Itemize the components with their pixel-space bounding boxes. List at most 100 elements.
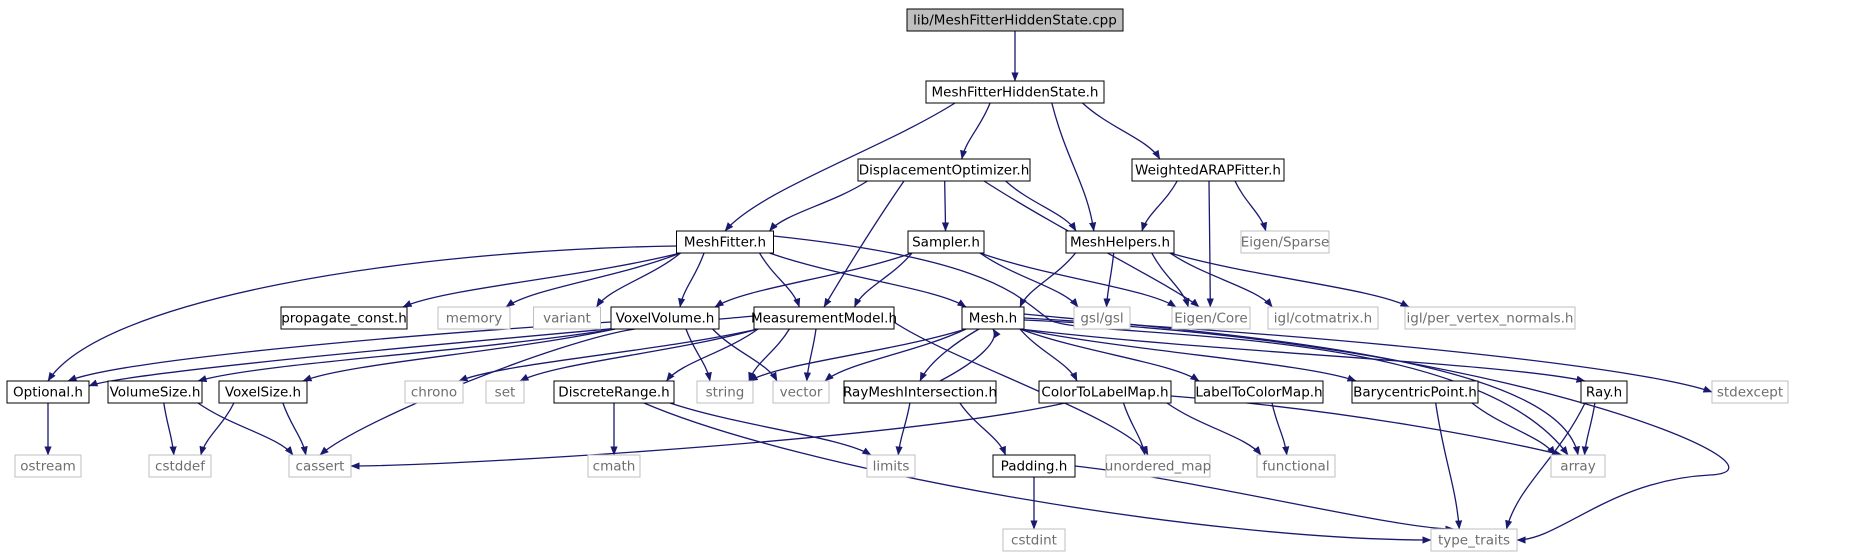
edge-drange-to-limits [669,402,872,456]
node-label: Eigen/Core [1174,311,1248,327]
node-box [696,380,754,404]
edge-vvol-to-vector [712,328,778,382]
node-pconst[interactable]: propagate_const.h [280,306,408,330]
node-box [610,306,720,330]
node-opt[interactable]: Optional.h [6,380,90,404]
edge-dopt-to-samp [941,180,950,232]
node-box [925,80,1105,104]
node-gsl: gsl/gsl [1073,306,1131,330]
node-box [676,230,774,254]
node-set: set [485,380,525,404]
edge-ray-to-ttraits [1505,402,1586,530]
edge-mf-to-vvol [678,252,705,308]
node-array: array [1550,454,1606,478]
edge-bary-to-ttraits [1435,402,1463,530]
node-warap[interactable]: WeightedARAPFitter.h [1131,158,1285,182]
node-label: Sampler.h [912,235,980,251]
node-vector: vector [772,380,830,404]
edge-mf-to-array [773,235,1569,456]
node-label: igl/per_vertex_normals.h [1407,311,1574,327]
node-label: igl/cotmatrix.h [1274,311,1372,327]
node-label: MeshHelpers.h [1070,235,1170,251]
edge-vsize-to-cstddef [163,402,177,456]
edge-samp-to-vvol [714,252,913,308]
node-label: variant [543,311,591,327]
node-label: ColorToLabelMap.h [1041,385,1168,401]
edge-samp-to-ecore [979,252,1177,308]
node-ctlm[interactable]: ColorToLabelMap.h [1038,380,1172,404]
node-box [437,306,511,330]
node-mf[interactable]: MeshFitter.h [676,230,774,254]
edge-voxsize-to-cstddef [199,402,235,456]
edge-mesh-to-bary [1019,328,1357,382]
node-box [1404,306,1576,330]
node-pad[interactable]: Padding.h [992,454,1076,478]
node-dopt[interactable]: DisplacementOptimizer.h [857,158,1031,182]
node-box [1065,230,1175,254]
node-label: cstdint [1011,533,1057,549]
edge-mhelp-to-cotm [1169,252,1273,308]
edge-mf-to-variant [595,252,681,308]
node-label: Optional.h [13,385,83,401]
node-mesh[interactable]: Mesh.h [961,306,1025,330]
node-label: VolumeSize.h [110,385,201,401]
node-root[interactable]: lib/MeshFitterHiddenState.cpp [906,8,1124,32]
node-box [148,454,212,478]
node-box [587,454,641,478]
node-mmodel[interactable]: MeasurementModel.h [751,306,897,330]
node-box [288,454,352,478]
node-label: Mesh.h [969,311,1017,327]
node-cstdint: cstdint [1002,528,1066,552]
node-mfhs[interactable]: MeshFitterHiddenState.h [925,80,1105,104]
edge-voxsize-to-cassert [282,402,308,456]
node-label: Eigen/Sparse [1241,235,1330,251]
node-box [992,454,1076,478]
node-box [533,306,601,330]
node-ray[interactable]: Ray.h [1580,380,1628,404]
node-box [866,454,916,478]
node-box [404,380,464,404]
edge-dopt-to-mhelp [1005,180,1077,232]
node-label: cstddef [155,459,206,475]
edge-rmi-to-limits [895,402,911,456]
edge-vvol-to-string [685,328,712,382]
edge-mesh-to-ray [1019,328,1586,383]
node-chrono: chrono [404,380,464,404]
node-vsize[interactable]: VolumeSize.h [107,380,203,404]
node-box [1073,306,1131,330]
node-label: cmath [593,459,636,475]
node-label: type_traits [1438,533,1510,549]
node-ostream: ostream [14,454,82,478]
edge-vsize-to-cassert [197,402,294,456]
edge-mesh-to-string [748,328,967,382]
edge-mesh-to-ttraits [1023,319,1730,544]
edge-mfhs-to-mf [724,102,956,232]
node-vvol[interactable]: VoxelVolume.h [610,306,720,330]
edge-mf-to-mesh [769,252,967,308]
edge-mmodel-to-umap [893,321,1149,456]
node-box [218,380,308,404]
node-drange[interactable]: DiscreteRange.h [553,380,675,404]
edge-mhelp-to-ecore [1151,252,1190,308]
edge-mmodel-to-set [519,328,759,382]
node-box [485,380,525,404]
edge-ray-to-array [1581,402,1596,456]
edge-warap-to-ecore [1206,180,1214,308]
node-voxsize[interactable]: VoxelSize.h [218,380,308,404]
edge-vvol-to-voxsize [302,328,616,382]
node-bary[interactable]: BarycentricPoint.h [1351,380,1479,404]
node-samp[interactable]: Sampler.h [907,230,985,254]
node-esparse: Eigen/Sparse [1240,230,1330,254]
node-box [14,454,82,478]
node-ltcm[interactable]: LabelToColorMap.h [1194,380,1324,404]
node-rmi[interactable]: RayMeshIntersection.h [843,380,997,404]
node-cmath: cmath [587,454,641,478]
edge-vvol-to-opt [67,321,612,382]
edge-vvol-to-vsize [197,328,616,383]
node-label: cassert [296,459,345,475]
node-pvn: igl/per_vertex_normals.h [1404,306,1576,330]
edges-layer [44,30,1730,544]
node-mhelp[interactable]: MeshHelpers.h [1065,230,1175,254]
node-box [857,158,1031,182]
